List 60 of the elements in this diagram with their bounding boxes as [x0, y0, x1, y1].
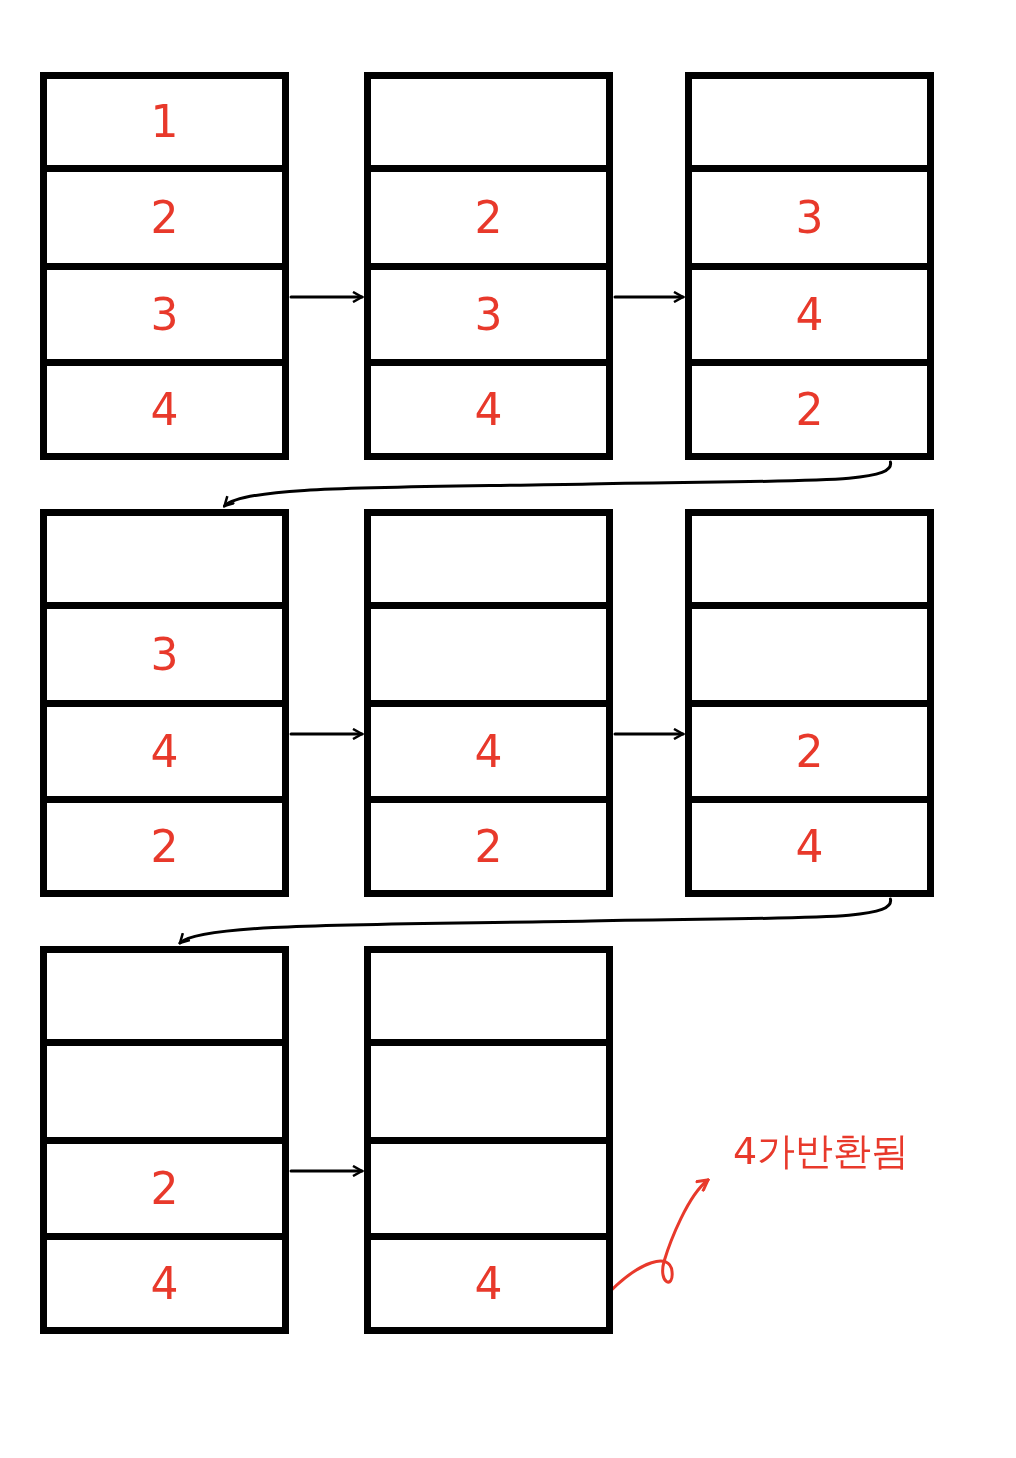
cell-number: 4	[795, 824, 824, 869]
curved-arrow	[178, 897, 892, 945]
stack-box	[40, 946, 289, 1334]
empty-cell	[47, 953, 289, 1046]
cell-number: 4	[150, 387, 179, 432]
cell-number: 2	[150, 824, 179, 869]
arrow	[613, 290, 685, 304]
cell-number: 2	[795, 387, 824, 432]
arrow	[289, 1164, 364, 1178]
empty-cell	[371, 516, 613, 609]
cell-number: 4	[150, 1261, 179, 1306]
empty-cell	[47, 1046, 289, 1144]
stack-cell	[47, 270, 289, 366]
stack-cell	[371, 707, 613, 803]
stack-box	[364, 72, 613, 460]
annotation-text: 4가반환됨	[733, 1132, 910, 1170]
cell-number: 4	[474, 729, 503, 774]
cell-number: 2	[474, 824, 503, 869]
empty-cell	[692, 609, 934, 707]
cell-number: 2	[150, 1166, 179, 1211]
stack-cell	[692, 270, 934, 366]
curved-arrow	[223, 460, 892, 508]
empty-cell	[371, 1046, 613, 1144]
stack-box	[364, 946, 613, 1334]
cell-number: 4	[474, 1261, 503, 1306]
cell-number: 2	[150, 195, 179, 240]
stack-box	[364, 509, 613, 897]
cell-number: 2	[795, 729, 824, 774]
empty-cell	[692, 516, 934, 609]
cell-number: 2	[474, 195, 503, 240]
empty-cell	[371, 953, 613, 1046]
stack-cell	[692, 172, 934, 270]
arrow	[289, 727, 364, 741]
empty-cell	[371, 609, 613, 707]
cell-number: 3	[150, 292, 179, 337]
stack-cell	[47, 79, 289, 172]
cell-number: 3	[150, 632, 179, 677]
stack-cell	[47, 1144, 289, 1240]
cell-number: 4	[150, 729, 179, 774]
stack-box	[40, 72, 289, 460]
cell-number: 4	[795, 292, 824, 337]
stack-cell	[692, 707, 934, 803]
cell-number: 1	[150, 100, 179, 144]
cell-number: 3	[474, 292, 503, 337]
stack-cell	[371, 270, 613, 366]
empty-cell	[371, 1144, 613, 1240]
cell-number: 3	[795, 195, 824, 240]
stack-cell	[47, 609, 289, 707]
stack-cell	[47, 172, 289, 270]
empty-cell	[47, 516, 289, 609]
stack-cell	[47, 707, 289, 803]
stack-cell	[371, 172, 613, 270]
empty-cell	[371, 79, 613, 172]
cell-number: 4	[474, 387, 503, 432]
arrow	[289, 290, 364, 304]
arrow	[613, 727, 685, 741]
empty-cell	[692, 79, 934, 172]
stack-box	[685, 72, 934, 460]
stack-box	[685, 509, 934, 897]
stack-box	[40, 509, 289, 897]
